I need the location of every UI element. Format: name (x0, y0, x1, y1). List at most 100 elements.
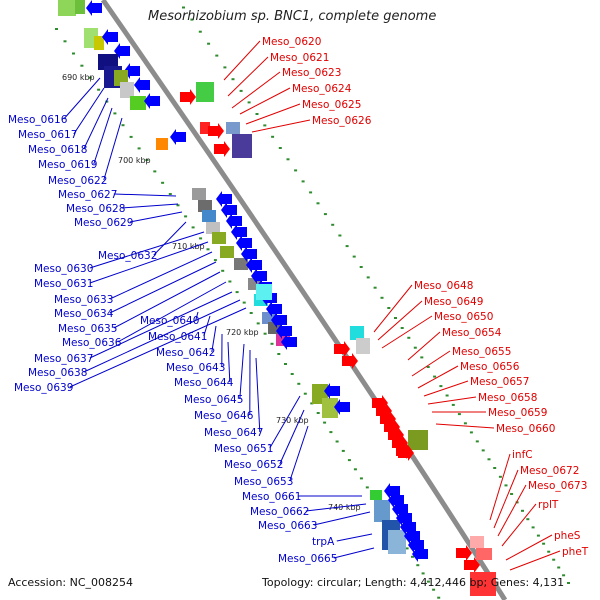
leader-line-meso-0617 (73, 87, 105, 135)
ruler-tick (137, 147, 141, 150)
gene-label-meso-0629: Meso_0629 (74, 217, 133, 229)
ruler-tick (373, 286, 377, 289)
leader-line-meso-0626 (251, 119, 311, 133)
ruler-tick (426, 580, 430, 583)
gene-label-meso-0662: Meso_0662 (250, 506, 309, 518)
leader-line-meso-0644 (227, 341, 231, 383)
leader-line-meso-0619 (93, 107, 113, 165)
leader-line-meso-0622 (103, 117, 123, 181)
gene-label-meso-0634: Meso_0634 (54, 308, 114, 320)
gene-arrow-forward (334, 341, 350, 357)
gene-label-meso-0633: Meso_0633 (54, 294, 113, 306)
gene-label-meso-0625: Meso_0625 (302, 99, 361, 111)
gene-arrow-forward (342, 353, 358, 369)
gene-label-meso-0646: Meso_0646 (194, 410, 254, 422)
ruler-tick (263, 124, 267, 127)
ruler-tick (359, 266, 363, 268)
gene-label-meso-0672: Meso_0672 (520, 465, 579, 477)
ruler-tick (445, 394, 449, 397)
gene-arrow-reverse (221, 202, 237, 218)
ruler-tick (286, 158, 290, 161)
gene-label-meso-0636: Meso_0636 (62, 337, 122, 349)
leader-line-meso-0637 (89, 291, 233, 359)
feature-block (234, 258, 248, 270)
leader-line-meso-0652 (279, 409, 305, 465)
ruler-tick (270, 342, 274, 345)
gene-label-phes: pheS (554, 530, 581, 542)
ruler-tick (239, 89, 243, 92)
leader-line-meso-0625 (245, 103, 301, 125)
gene-arrow-reverse (226, 213, 242, 229)
ruler-tick (536, 534, 540, 537)
ruler-tick (247, 101, 251, 104)
leader-line-meso-0641 (203, 315, 211, 337)
gene-label-meso-0617: Meso_0617 (18, 129, 77, 141)
ruler-tick (504, 484, 508, 487)
ruler-tick (387, 307, 391, 309)
feature-block (356, 338, 370, 354)
ruler-tick (249, 312, 253, 314)
gene-label-meso-0660: Meso_0660 (496, 423, 555, 435)
feature-block (256, 284, 272, 300)
ruler-tick (352, 255, 356, 258)
ruler-tick (223, 66, 227, 69)
ruler-tick (213, 259, 217, 262)
ruler-tick (405, 547, 409, 550)
ruler-tick (457, 413, 461, 416)
ruler-tick (255, 113, 259, 115)
ruler-tick (80, 64, 84, 67)
leader-line-meso-0660 (435, 423, 495, 429)
leader-line-meso-0629 (129, 211, 183, 223)
gene-arrow-forward (208, 123, 224, 139)
gene-arrow-reverse (271, 312, 287, 328)
ruler-tick (88, 76, 92, 79)
feature-block (156, 138, 168, 150)
leader-line-meso-0673 (497, 484, 527, 537)
gene-arrow-reverse (251, 268, 267, 284)
ruler-tick (416, 564, 420, 567)
ruler-tick (198, 30, 202, 33)
ruler-tick (191, 226, 195, 229)
ruler-tick (323, 421, 327, 424)
gene-label-meso-0655: Meso_0655 (452, 346, 511, 358)
leader-line-meso-0651 (269, 395, 301, 449)
gene-arrow-reverse (281, 334, 297, 350)
ruler-tick (552, 558, 556, 561)
gene-label-meso-0648: Meso_0648 (414, 280, 473, 292)
gene-arrow-reverse (324, 383, 340, 399)
gene-label-meso-0627: Meso_0627 (58, 189, 117, 201)
gene-label-meso-0649: Meso_0649 (424, 296, 483, 308)
ruler-tick (353, 468, 357, 471)
feature-block (370, 490, 382, 500)
gene-arrow-reverse (241, 246, 257, 262)
gene-label-meso-0656: Meso_0656 (460, 361, 520, 373)
ruler-tick (463, 422, 467, 425)
ruler-outer (182, 6, 570, 584)
feature-block (350, 326, 364, 340)
gene-label-meso-0657: Meso_0657 (470, 376, 529, 388)
gene-label-meso-0661: Meso_0661 (242, 491, 301, 503)
feature-block (198, 200, 212, 212)
ruler-tick (294, 169, 298, 172)
gene-label-meso-0643: Meso_0643 (166, 362, 225, 374)
ruler-tick (121, 124, 125, 127)
gene-label-meso-0637: Meso_0637 (34, 353, 93, 365)
leader-line-meso-0640 (195, 311, 199, 321)
leader-line-meso-0616 (63, 77, 101, 120)
ruler-tick (421, 572, 425, 575)
leader-line-meso-0628 (121, 203, 179, 209)
ruler-tick (277, 353, 281, 355)
ruler-tick (407, 336, 411, 339)
ruler-tick (263, 332, 267, 335)
ruler-tick (433, 375, 437, 378)
ruler-tick (413, 346, 417, 349)
leader-line-meso-0665 (333, 547, 375, 559)
ruler-tick (242, 301, 246, 304)
feature-block (470, 572, 496, 596)
leader-line-meso-0618 (83, 97, 109, 150)
leader-line-meso-0672 (493, 469, 519, 529)
gene-label-meso-0651: Meso_0651 (214, 443, 273, 455)
ruler-tick (437, 596, 441, 599)
feature-block (470, 536, 484, 548)
ruler-tick (338, 234, 342, 237)
